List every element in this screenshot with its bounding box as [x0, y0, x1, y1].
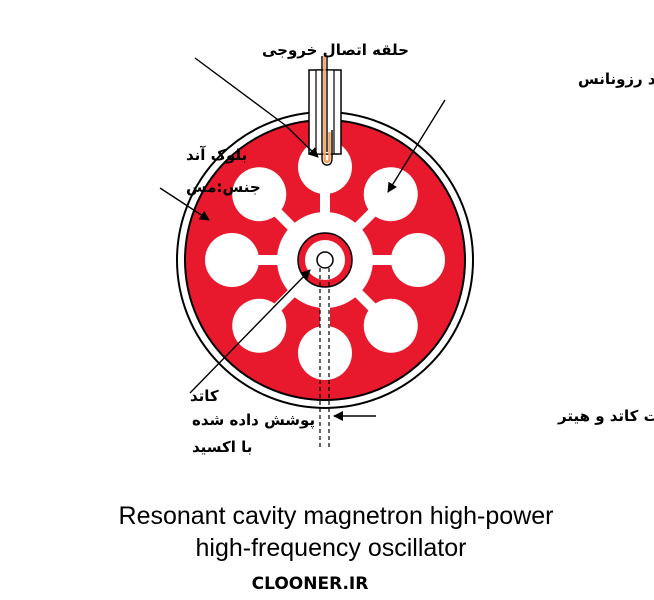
label-anode-block: بلوک آند: [186, 146, 247, 164]
resonant-cavity: [298, 326, 352, 380]
leader-output-loop-2: [284, 124, 319, 158]
label-to-cathode-heater: به سمت کاتد و هیتر: [557, 407, 654, 425]
leader-cathode: [189, 269, 311, 394]
label-coated-2: با اکسید: [192, 438, 252, 456]
label-coated-1: پوشش داده شده: [192, 411, 315, 430]
caption-line-2: high-frequency oscillator: [196, 534, 467, 562]
label-cathode: کاتد: [190, 387, 219, 405]
resonant-cavity: [232, 298, 287, 353]
cathode-core: [316, 251, 334, 269]
label-output-loop: حلقه اتصال خروجی: [262, 41, 409, 59]
output-loop-copper: [323, 56, 331, 164]
leader-resonant-holes: [387, 99, 446, 193]
resonant-cavity: [363, 167, 418, 222]
leader-anode-block: [159, 187, 210, 221]
label-resonant-holes: حفره های ایجاد رزونانس: [578, 70, 654, 88]
watermark: CLOONER.IR: [252, 574, 369, 594]
resonant-cavity: [232, 167, 287, 222]
resonant-cavities: [205, 140, 445, 380]
output-loop: [321, 56, 333, 166]
caption-line-1: Resonant cavity magnetron high-power: [119, 502, 554, 530]
resonant-cavity: [363, 298, 418, 353]
resonant-cavity: [205, 233, 259, 287]
resonant-cavity: [391, 233, 445, 287]
leader-output-loop: [194, 57, 286, 126]
label-material: جنس:مس: [186, 178, 261, 196]
